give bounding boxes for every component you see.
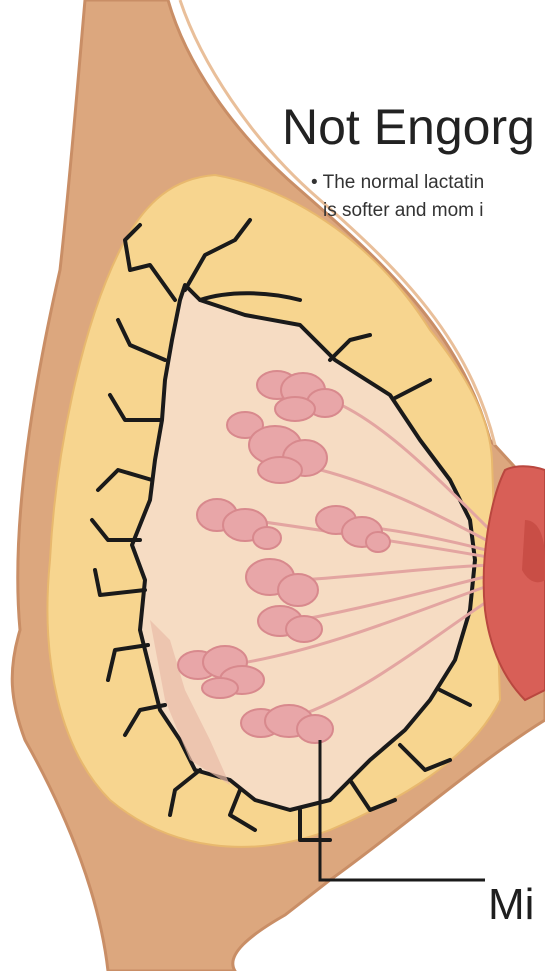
description-line-1: • The normal lactatin	[311, 172, 484, 194]
description-line-2: is softer and mom i	[323, 200, 484, 222]
diagram-title: Not Engorg	[282, 98, 535, 156]
callout-label: Mi	[488, 880, 534, 930]
